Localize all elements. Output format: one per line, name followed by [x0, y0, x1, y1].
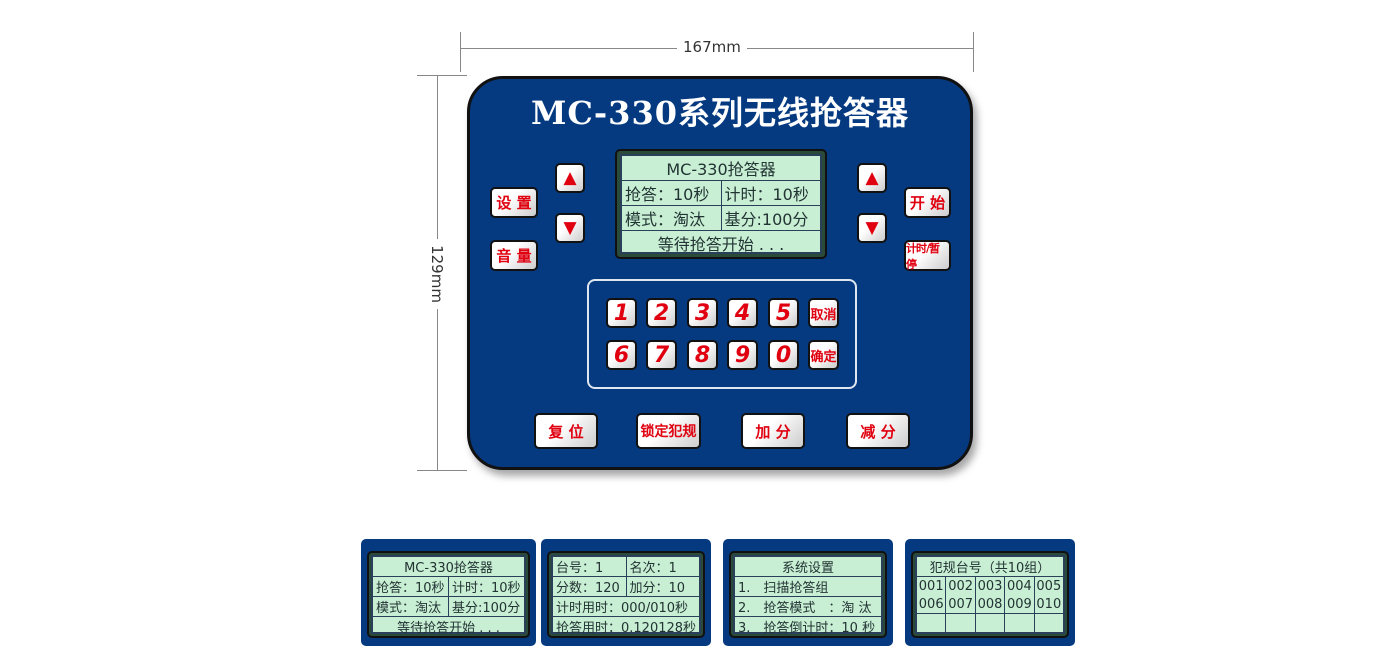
- volume-button[interactable]: 音 量: [490, 240, 538, 271]
- foul-cell: 001: [918, 578, 944, 594]
- timer-pause-button[interactable]: 计时/暂停: [904, 240, 951, 271]
- key-0[interactable]: 0: [768, 340, 799, 370]
- key-6[interactable]: 6: [606, 340, 637, 370]
- foul-cell: [1004, 614, 1033, 632]
- lcd-cell: 名次：1: [625, 557, 700, 576]
- foul-cell: 009: [1004, 595, 1033, 613]
- foul-cell: 005: [1033, 577, 1063, 595]
- key-2[interactable]: 2: [646, 298, 677, 328]
- height-dimension-label: 129mm: [427, 239, 446, 309]
- lcd-cell: 计时用时：000/010秒: [556, 601, 689, 616]
- dim-tick: [973, 32, 974, 72]
- key-8[interactable]: 8: [687, 340, 718, 370]
- settings-button[interactable]: 设 置: [490, 187, 538, 218]
- key-1[interactable]: 1: [606, 298, 637, 328]
- foul-cell: 007: [945, 595, 974, 613]
- foul-cell: 002: [945, 577, 974, 595]
- key-3[interactable]: 3: [687, 298, 718, 328]
- width-dimension-label: 167mm: [677, 38, 747, 56]
- lcd-status: 等待抢答开始 . . .: [373, 616, 524, 636]
- screen-settings: 系统设置 1. 扫描抢答组 2. 抢答模式 ：淘 汰 3. 抢答倒计时：10 秒: [723, 539, 893, 646]
- right-up-button[interactable]: ▲: [857, 163, 887, 193]
- screen-result: 台号：1 名次：1 分数：120 加分：10 计时用时：000/010秒 抢答用时：…: [541, 539, 711, 646]
- lcd-title: MC-330抢答器: [666, 160, 776, 179]
- dim-tick: [417, 470, 467, 471]
- lcd-title: MC-330抢答器: [404, 561, 493, 576]
- key-5[interactable]: 5: [768, 298, 799, 328]
- foul-cell: [917, 614, 945, 632]
- foul-cell: 004: [1004, 577, 1033, 595]
- lcd-cell: 抢答：10秒: [625, 185, 710, 204]
- lcd-cell: 抢答用时：0.120128秒: [556, 621, 697, 636]
- lcd-cell: 分数：120: [556, 581, 620, 596]
- lcd-cell: 基分:100分: [720, 206, 821, 230]
- dim-tick: [460, 32, 461, 72]
- reset-button[interactable]: 复 位: [534, 413, 598, 449]
- add-score-button[interactable]: 加 分: [741, 413, 805, 449]
- key-4[interactable]: 4: [727, 298, 758, 328]
- menu-item: 3. 抢答倒计时：10 秒: [738, 621, 876, 636]
- key-7[interactable]: 7: [646, 340, 677, 370]
- key-9[interactable]: 9: [727, 340, 758, 370]
- screen-idle: MC-330抢答器 抢答：10秒计时：10秒 模式：淘汰基分:100分 等待抢答…: [361, 539, 536, 646]
- cancel-button[interactable]: 取消: [808, 298, 839, 328]
- foul-cell: 003: [974, 577, 1004, 595]
- menu-item: 2. 抢答模式 ：淘 汰: [738, 601, 872, 616]
- lcd-cell: 基分:100分: [448, 597, 524, 616]
- lcd-cell: 计时：10秒: [720, 181, 821, 205]
- left-up-button[interactable]: ▲: [555, 163, 585, 193]
- device-title: MC-330系列无线抢答器: [531, 94, 909, 132]
- foul-cell: 008: [974, 595, 1004, 613]
- subtract-score-button[interactable]: 减 分: [846, 413, 910, 449]
- foul-cell: [974, 614, 1004, 632]
- lcd-cell: 模式：淘汰: [376, 601, 442, 616]
- lcd-status: 等待抢答开始 . . .: [622, 230, 820, 255]
- lcd-cell: 计时：10秒: [448, 577, 524, 596]
- menu-item: 1. 扫描抢答组: [738, 581, 829, 596]
- foul-cell: 010: [1033, 595, 1063, 613]
- lcd-cell: 台号：1: [556, 561, 604, 576]
- lcd-title: 系统设置: [781, 561, 834, 576]
- device-panel: [467, 76, 973, 470]
- start-button[interactable]: 开 始: [904, 187, 951, 218]
- foul-cell: [945, 614, 974, 632]
- main-lcd: MC-330抢答器 抢答：10秒计时：10秒 模式：淘汰基分:100分 等待抢答…: [615, 149, 827, 259]
- foul-cell: [1033, 614, 1063, 632]
- keypad: [587, 279, 857, 389]
- right-down-button[interactable]: ▼: [857, 213, 887, 243]
- foul-cell: 006: [918, 596, 944, 612]
- lcd-cell: 模式：淘汰: [625, 210, 706, 229]
- dim-tick: [417, 75, 467, 76]
- lcd-cell: 抢答：10秒: [376, 581, 445, 596]
- left-down-button[interactable]: ▼: [555, 213, 585, 243]
- lcd-title: 犯规台号（共10组）: [929, 561, 1051, 576]
- lock-foul-button[interactable]: 锁定犯规: [636, 413, 701, 449]
- confirm-button[interactable]: 确定: [808, 340, 839, 370]
- lcd-cell: 加分：10: [625, 577, 700, 596]
